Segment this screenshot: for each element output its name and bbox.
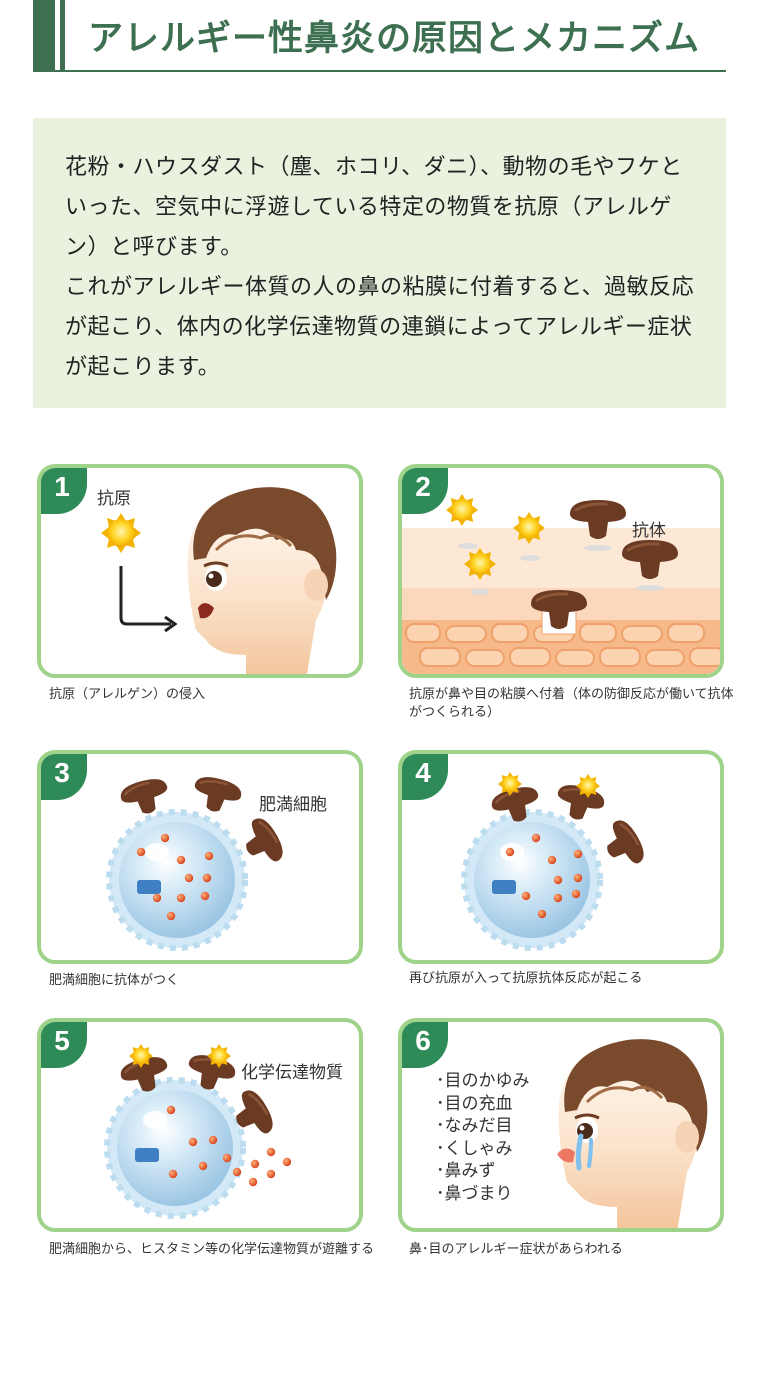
symptom-list: ･目のかゆみ ･目の充血 ･なみだ目 ･くしゃみ ･鼻みず ･鼻づまり bbox=[436, 1070, 530, 1205]
person-head-icon bbox=[557, 1037, 709, 1228]
mast-cell-icon bbox=[109, 812, 245, 948]
symptom-item: ･なみだ目 bbox=[436, 1116, 513, 1136]
antibody-icon bbox=[188, 771, 246, 819]
step3-illustration bbox=[41, 771, 290, 964]
step-caption-6: 鼻･目のアレルギー症状があらわれる bbox=[409, 1242, 623, 1257]
intro-box: 花粉・ハウスダスト（塵、ホコリ、ダニ）、動物の毛やフケといった、空気中に浮遊して… bbox=[33, 118, 726, 408]
step-caption-5: 肥満細胞から、ヒスタミン等の化学伝達物質が遊離する bbox=[49, 1242, 375, 1257]
step6-illustration bbox=[557, 1037, 709, 1228]
page-title: アレルギー性鼻炎の原因とメカニズム bbox=[88, 19, 701, 59]
mast-cell-label: 肥満細胞 bbox=[259, 795, 327, 815]
step-panel-2: 2 抗体 bbox=[398, 464, 724, 678]
step5-illustration bbox=[41, 1044, 292, 1232]
step-number-badge: 4 bbox=[402, 754, 448, 800]
section-heading: アレルギー性鼻炎の原因とメカニズム bbox=[33, 0, 726, 72]
symptom-item: ･鼻みず bbox=[436, 1161, 496, 1181]
intro-paragraph-1: 花粉・ハウスダスト（塵、ホコリ、ダニ）、動物の毛やフケといった、空気中に浮遊して… bbox=[65, 155, 683, 260]
step2-illustration bbox=[402, 468, 720, 674]
antibody-icon bbox=[595, 814, 651, 875]
heading-accent-bar-thin bbox=[60, 0, 65, 70]
step-number-badge: 1 bbox=[41, 468, 87, 514]
step-panel-6: 6 ･目のかゆみ ･目の充血 ･なみだ目 ･くしゃみ ･鼻みず ･鼻づまり bbox=[398, 1018, 724, 1232]
symptom-item: ･くしゃみ bbox=[436, 1138, 513, 1159]
intro-paragraph-2: これがアレルギー体質の人の鼻の粘膜に付着すると、過敏反応が起こり、体内の化学伝達… bbox=[65, 275, 695, 380]
symptom-item: ･目のかゆみ bbox=[436, 1071, 530, 1091]
step-panel-3: 3 肥満細胞 bbox=[37, 750, 363, 964]
step-panel-5: 5 化学伝達物質 bbox=[37, 1018, 363, 1232]
person-head-icon bbox=[186, 485, 338, 674]
antibody-label: 抗体 bbox=[632, 521, 666, 541]
mast-cell-icon bbox=[107, 1080, 243, 1216]
step-caption-2: 抗原が鼻や目の粘膜へ付着（体の防御反応が働いて抗体がつくられる） bbox=[409, 687, 734, 720]
antibody-icon bbox=[116, 773, 174, 821]
step1-illustration bbox=[101, 485, 338, 674]
step4-illustration bbox=[402, 772, 651, 964]
symptom-item: ･目の充血 bbox=[436, 1093, 513, 1114]
step-caption-1: 抗原（アレルゲン）の侵入 bbox=[49, 687, 206, 702]
chemical-mediator-label: 化学伝達物質 bbox=[241, 1063, 343, 1083]
heading-accent-bar bbox=[33, 0, 55, 70]
released-mediators bbox=[248, 1147, 292, 1187]
antigen-icon bbox=[101, 513, 141, 553]
step-panel-1: 1 抗原 bbox=[37, 464, 363, 678]
step-caption-4: 再び抗原が入って抗原抗体反応が起こる bbox=[409, 971, 643, 986]
step-caption-3: 肥満細胞に抗体がつく bbox=[49, 973, 180, 988]
antigen-label: 抗原 bbox=[97, 489, 131, 509]
step-panel-4: 4 bbox=[398, 750, 724, 964]
symptom-item: ･鼻づまり bbox=[436, 1183, 513, 1204]
